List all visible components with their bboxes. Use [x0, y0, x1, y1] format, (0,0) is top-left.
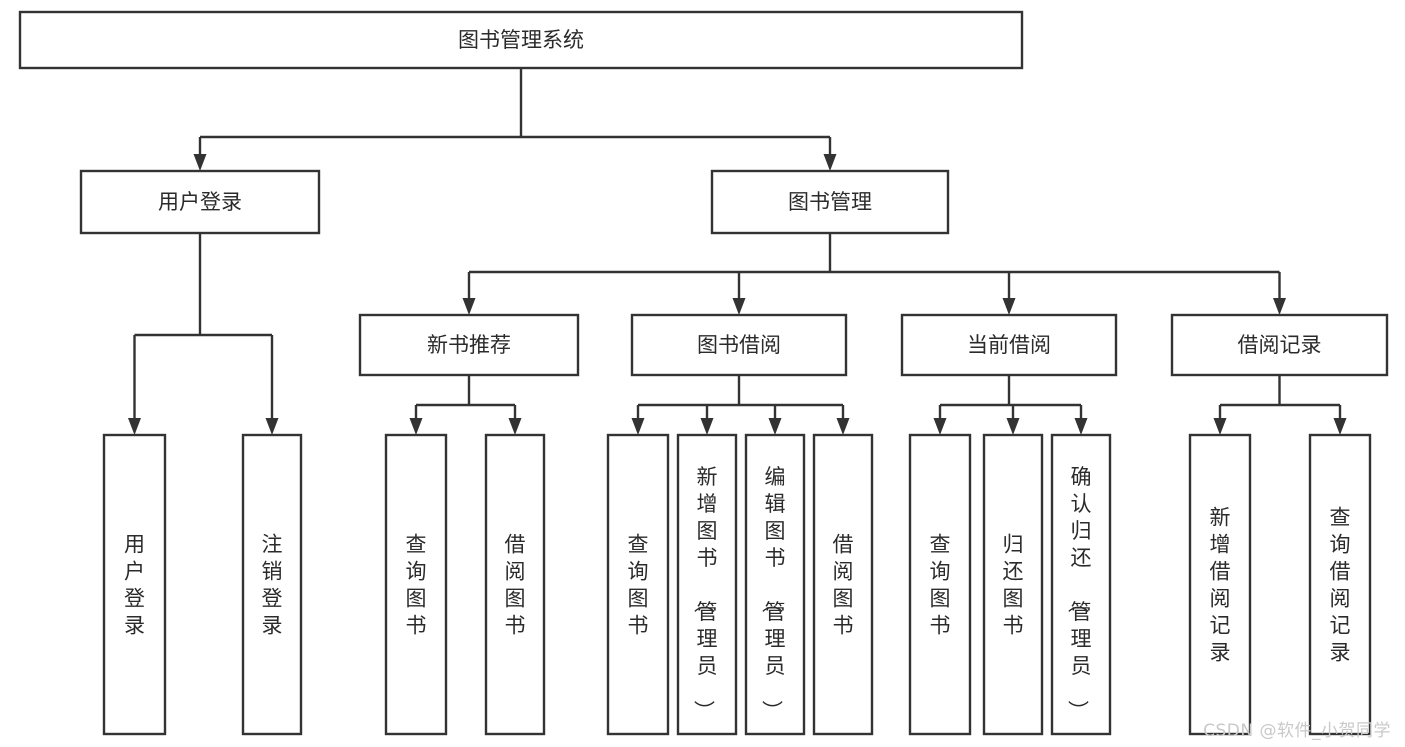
arrow-head-icon: [732, 298, 746, 315]
node-label: 编辑图书（管理员）: [760, 465, 786, 721]
tree-node-borrow[interactable]: 图书借阅: [630, 313, 848, 377]
arrow-head-icon: [1006, 418, 1020, 435]
arrow-head-icon: [1333, 418, 1347, 435]
arrow-head-icon: [1002, 298, 1016, 315]
node-label: 查询借阅记录: [1330, 506, 1351, 665]
node-label: 注销登录: [262, 533, 283, 638]
arrow-head-icon: [508, 418, 522, 435]
node-label: 图书管理: [788, 190, 872, 214]
edge-group-newbook: [409, 375, 522, 435]
arrow-head-icon: [1213, 418, 1227, 435]
node-label: 查询图书: [628, 533, 649, 638]
node-box[interactable]: [676, 433, 738, 736]
node-label: 图书管理系统: [458, 28, 584, 52]
node-box[interactable]: [102, 433, 167, 736]
node-label: 借阅图书: [833, 533, 854, 638]
node-label: 图书借阅: [697, 333, 781, 357]
arrow-head-icon: [768, 418, 782, 435]
node-box[interactable]: [812, 433, 874, 736]
tree-node-f5[interactable]: 查询图书: [606, 433, 670, 736]
tree-node-f10[interactable]: 归还图书: [982, 433, 1044, 736]
node-label: 查询图书: [930, 533, 951, 638]
node-box[interactable]: [908, 433, 972, 736]
arrow-head-icon: [1273, 298, 1286, 315]
csdn-watermark: CSDN @软件_小贺同学: [1203, 721, 1391, 741]
tree-node-f1[interactable]: 用户登录: [102, 433, 167, 736]
tree-node-login[interactable]: 用户登录: [79, 169, 321, 235]
edge-group-borrow: [631, 375, 850, 435]
node-label: 借阅记录: [1238, 333, 1322, 357]
tree-node-f9[interactable]: 查询图书: [908, 433, 972, 736]
tree-node-f11[interactable]: 确认归还（管理员）: [1050, 433, 1112, 736]
node-box[interactable]: [384, 433, 448, 736]
node-box[interactable]: [744, 433, 806, 736]
node-label: 新增图书（管理员）: [692, 465, 718, 721]
node-box[interactable]: [18, 10, 1024, 70]
arrow-head-icon: [700, 418, 714, 435]
tree-node-newbook[interactable]: 新书推荐: [358, 313, 580, 377]
arrow-head-icon: [265, 418, 279, 435]
arrow-head-icon: [836, 418, 850, 435]
node-box[interactable]: [241, 433, 303, 736]
arrow-head-icon: [128, 418, 141, 435]
tree-node-f3[interactable]: 查询图书: [384, 433, 448, 736]
arrow-head-icon: [409, 418, 423, 435]
node-label: 新增借阅记录: [1210, 506, 1231, 665]
node-label: 归还图书: [1003, 533, 1024, 638]
tree-node-current[interactable]: 当前借阅: [900, 313, 1118, 377]
edge-group-current: [933, 375, 1088, 435]
node-box[interactable]: [1308, 433, 1372, 736]
tree-node-records[interactable]: 借阅记录: [1170, 313, 1389, 377]
tree-node-f8[interactable]: 借阅图书: [812, 433, 874, 736]
node-box[interactable]: [484, 433, 546, 736]
arrow-head-icon: [193, 154, 207, 171]
node-box[interactable]: [1050, 433, 1112, 736]
tree-node-f2[interactable]: 注销登录: [241, 433, 303, 736]
tree-node-f7[interactable]: 编辑图书（管理员）: [744, 433, 806, 736]
node-label: 用户登录: [158, 190, 242, 214]
node-box[interactable]: [710, 169, 950, 235]
node-label: 借阅图书: [505, 533, 526, 638]
node-label: 当前借阅: [967, 333, 1051, 357]
node-label: 用户登录: [124, 533, 145, 638]
tree-node-bookmgmt[interactable]: 图书管理: [710, 169, 950, 235]
node-label: 确认归还（管理员）: [1066, 465, 1092, 721]
arrow-head-icon: [823, 154, 837, 171]
arrow-head-icon: [462, 298, 476, 315]
node-box[interactable]: [982, 433, 1044, 736]
node-box[interactable]: [630, 313, 848, 377]
arrow-head-icon: [933, 418, 947, 435]
node-layer: 图书管理系统用户登录图书管理新书推荐图书借阅当前借阅借阅记录用户登录注销登录查询…: [18, 10, 1389, 736]
arrow-head-icon: [631, 418, 645, 435]
edge-group-bookmgmt: [462, 233, 1286, 315]
edge-group-root: [193, 68, 837, 171]
edge-group-login: [128, 233, 279, 435]
node-label: 查询图书: [406, 533, 427, 638]
arrow-head-icon: [1074, 418, 1088, 435]
tree-node-root[interactable]: 图书管理系统: [18, 10, 1024, 70]
edge-group-records: [1213, 375, 1347, 435]
node-box[interactable]: [358, 313, 580, 377]
edge-layer: [128, 68, 1347, 435]
node-label: 新书推荐: [427, 333, 511, 357]
node-box[interactable]: [1188, 433, 1252, 736]
tree-node-f12[interactable]: 新增借阅记录: [1188, 433, 1252, 736]
tree-node-f13[interactable]: 查询借阅记录: [1308, 433, 1372, 736]
node-box[interactable]: [606, 433, 670, 736]
tree-node-f4[interactable]: 借阅图书: [484, 433, 546, 736]
node-box[interactable]: [79, 169, 321, 235]
tree-node-f6[interactable]: 新增图书（管理员）: [676, 433, 738, 736]
node-box[interactable]: [900, 313, 1118, 377]
node-box[interactable]: [1170, 313, 1389, 377]
